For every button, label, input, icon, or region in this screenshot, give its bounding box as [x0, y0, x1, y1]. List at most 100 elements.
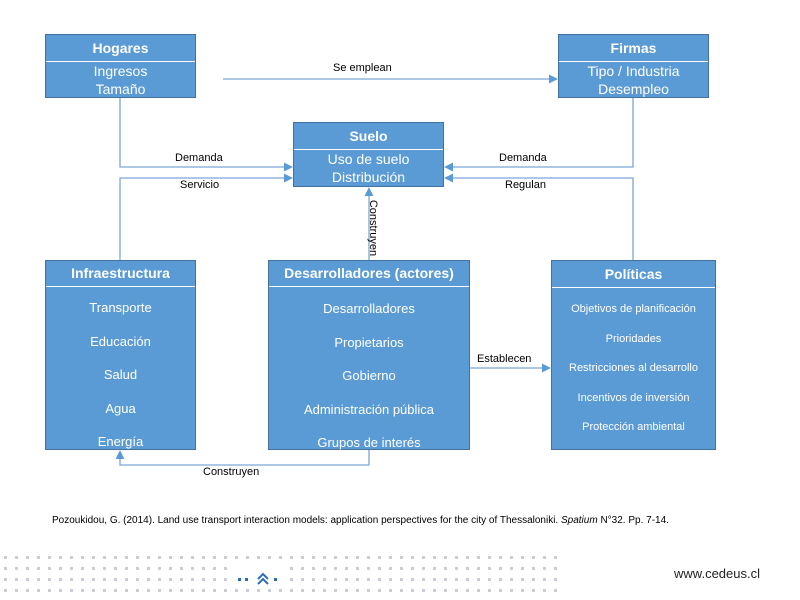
footer-dot	[510, 567, 513, 570]
footer-dot	[59, 567, 62, 570]
footer-dot	[543, 567, 546, 570]
footer-dot	[488, 567, 491, 570]
footer-dot	[356, 567, 359, 570]
footer-dot	[389, 567, 392, 570]
footer-dot	[26, 589, 29, 592]
edge-label-demanda-left: Demanda	[175, 152, 223, 164]
footer-dot	[147, 567, 150, 570]
footer-dot	[169, 589, 172, 592]
footer-dot	[213, 556, 216, 559]
footer-dot	[532, 556, 535, 559]
footer-dot	[466, 589, 469, 592]
footer-dot	[81, 589, 84, 592]
footer-dot	[202, 556, 205, 559]
footer-dot	[4, 567, 7, 570]
footer-dot	[158, 567, 161, 570]
footer-dot	[213, 578, 216, 581]
footer-dot	[422, 556, 425, 559]
footer-dot	[59, 589, 62, 592]
footer-dot	[334, 556, 337, 559]
footer-dot	[202, 589, 205, 592]
footer-dot	[114, 589, 117, 592]
footer-dot	[180, 556, 183, 559]
footer-dot	[499, 578, 502, 581]
footer-dot	[378, 567, 381, 570]
footer-dot	[202, 578, 205, 581]
footer-dot	[554, 589, 557, 592]
footer-dot	[70, 578, 73, 581]
footer-dot	[136, 567, 139, 570]
footer-dot	[213, 589, 216, 592]
footer-dot	[235, 589, 238, 592]
footer-url[interactable]: www.cedeus.cl	[674, 566, 760, 581]
footer-dot	[411, 589, 414, 592]
node-politicas-item: Protección ambiental	[582, 421, 685, 433]
citation-text: Pozoukidou, G. (2014). Land use transpor…	[52, 515, 561, 526]
footer-dot	[48, 578, 51, 581]
footer-dot	[554, 567, 557, 570]
footer-dot	[279, 556, 282, 559]
footer-dot	[92, 567, 95, 570]
cedeus-logo-icon	[238, 572, 277, 585]
footer-dot	[543, 589, 546, 592]
node-desarrolladores-item: Administración pública	[303, 401, 435, 417]
footer-dot	[169, 567, 172, 570]
footer-dot	[136, 589, 139, 592]
footer-dot	[532, 578, 535, 581]
footer-dot	[521, 578, 524, 581]
footer-dot	[301, 578, 304, 581]
footer-dot	[158, 589, 161, 592]
footer-dot	[246, 556, 249, 559]
footer-dot	[323, 567, 326, 570]
footer-dot	[4, 556, 7, 559]
node-politicas-item: Objetivos de planificación	[571, 303, 696, 315]
footer-dot	[345, 589, 348, 592]
footer-dot	[4, 578, 7, 581]
footer-dot	[26, 578, 29, 581]
node-infraestructura-item: Energía	[97, 434, 144, 449]
footer-dot	[422, 589, 425, 592]
footer-dot	[290, 589, 293, 592]
node-hogares-item: Ingresos	[93, 63, 148, 79]
footer-dot	[521, 567, 524, 570]
footer-dot	[180, 578, 183, 581]
edge-label-se-emplean: Se emplean	[333, 62, 392, 74]
node-suelo-title: Suelo	[294, 123, 443, 150]
footer-dot	[4, 589, 7, 592]
footer-dot	[345, 567, 348, 570]
citation: Pozoukidou, G. (2014). Land use transpor…	[52, 515, 669, 526]
footer-dot	[532, 567, 535, 570]
footer-dot	[323, 556, 326, 559]
footer-dot	[356, 556, 359, 559]
footer-dot	[301, 567, 304, 570]
node-firmas-item: Tipo / Industria	[587, 63, 680, 79]
footer-dot	[37, 578, 40, 581]
footer-dot	[444, 556, 447, 559]
footer-dot	[70, 567, 73, 570]
footer-dot	[279, 589, 282, 592]
footer-dot	[422, 578, 425, 581]
footer-dot	[48, 556, 51, 559]
node-infraestructura-item: Agua	[105, 400, 136, 416]
footer-dot	[521, 556, 524, 559]
footer-dot	[367, 589, 370, 592]
node-politicas-item: Incentivos de inversión	[577, 391, 690, 404]
arrow-politicas-regulan-suelo	[444, 173, 634, 260]
footer-dot	[125, 578, 128, 581]
footer-dot	[180, 589, 183, 592]
footer-dot	[378, 556, 381, 559]
footer-dot	[455, 556, 458, 559]
footer-dot	[521, 589, 524, 592]
footer-dot	[246, 589, 249, 592]
footer-dot	[81, 578, 84, 581]
edge-label-servicio: Servicio	[180, 179, 220, 191]
footer-dot	[158, 556, 161, 559]
footer-dot	[191, 578, 194, 581]
footer-dot	[477, 589, 480, 592]
node-infraestructura-item: Salud	[103, 367, 138, 382]
footer-dot	[411, 556, 414, 559]
footer-dot	[114, 556, 117, 559]
footer-dot	[136, 556, 139, 559]
footer-dot	[257, 556, 260, 559]
footer-dot	[334, 567, 337, 570]
